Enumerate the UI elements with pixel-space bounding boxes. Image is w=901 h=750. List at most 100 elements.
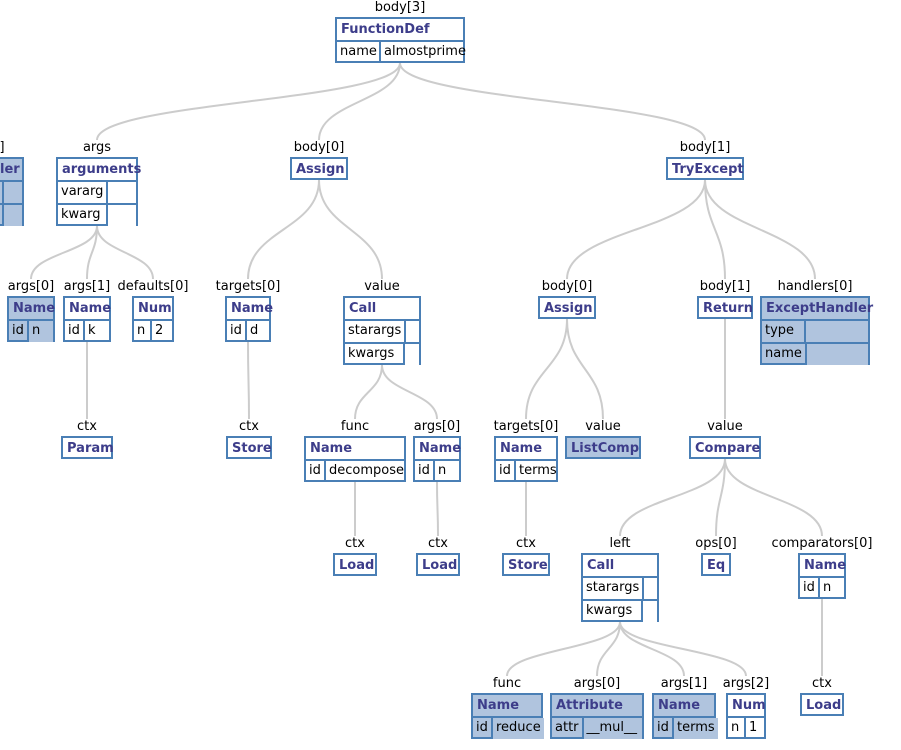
node-type: Call [587,558,615,573]
field-value [406,321,419,342]
node-type: arguments [62,162,142,177]
node-type: Name [477,698,520,713]
field-value: 2 [155,323,164,338]
ast-node-load[interactable]: Load [800,693,844,716]
node-type: Name [13,301,56,316]
field-key: attr [552,718,584,739]
node-field: kwarg [58,203,136,226]
node-field: attr__mul__ [552,716,642,739]
ast-node-store[interactable]: Store [226,436,272,459]
tree-edge [506,621,621,677]
field-value: __mul__ [583,718,642,739]
ast-node-eq[interactable]: Eq [701,553,731,576]
tree-edge [619,621,747,677]
edge-label: ctx [428,536,448,551]
node-type: Name [69,301,112,316]
node-type: Name [658,698,701,713]
edge-label: ctx [516,536,536,551]
ast-node-listcomp[interactable]: ListComp [565,436,641,459]
tree-edge [318,62,401,141]
field-key: id [227,321,247,342]
field-key: n [728,718,746,739]
node-type: Name [500,441,543,456]
field-key: kwarg [58,205,108,226]
ast-node-assign[interactable]: Assign [538,296,596,319]
edge-label: ops[0] [695,536,737,551]
field-key: id [654,718,674,739]
node-type: Assign [296,162,345,177]
node-type: Assign [544,301,593,316]
edge-label: defaults[0] [117,279,189,294]
node-type: Load [422,558,458,573]
edge-label: body[1] [699,279,751,294]
field-value [4,182,22,203]
field-value: n [438,463,447,478]
field-value [644,578,657,599]
node-type: ExceptHandler [766,301,874,316]
ast-node-load[interactable]: Load [333,553,377,576]
ast-node-return[interactable]: Return [697,296,753,319]
field-value: 1 [749,720,758,735]
tree-edge [704,179,816,280]
edge-label: body[0] [541,279,593,294]
field-value: d [250,323,259,338]
edge-label: args[2] [722,676,770,691]
ast-node-store[interactable]: Store [502,553,550,576]
edge-label: args[1] [660,676,708,691]
ast-node-load[interactable]: Load [416,553,460,576]
tree-edge [566,318,604,420]
node-type: Load [339,558,375,573]
node-type: ler [0,162,20,177]
field-value: terms [674,718,718,739]
field-value [4,205,22,226]
node-field: name [762,342,868,365]
node-type: Call [349,301,377,316]
field-key [0,182,4,203]
ast-node-assign[interactable]: Assign [290,157,348,180]
node-type: Eq [707,558,726,573]
ast-node-param[interactable]: Param [61,436,114,459]
edge-label: body[3] [374,0,426,15]
field-value [108,205,136,226]
node-type: Return [703,301,753,316]
field-key: type [762,321,806,342]
node-field: kwargs [583,599,657,622]
edge-label: func [492,676,522,691]
node-field: starargs [345,319,419,342]
field-key: id [415,461,435,482]
ast-node-compare[interactable]: Compare [689,436,761,459]
node-type: Compare [695,441,761,456]
ast-node-tryexcept[interactable]: TryExcept [666,157,744,180]
field-value [806,344,868,365]
edge-label: handlers[0] [777,279,853,294]
ast-node-ler[interactable]: ler [0,157,24,226]
field-value: n [823,580,832,595]
field-value [643,601,657,622]
